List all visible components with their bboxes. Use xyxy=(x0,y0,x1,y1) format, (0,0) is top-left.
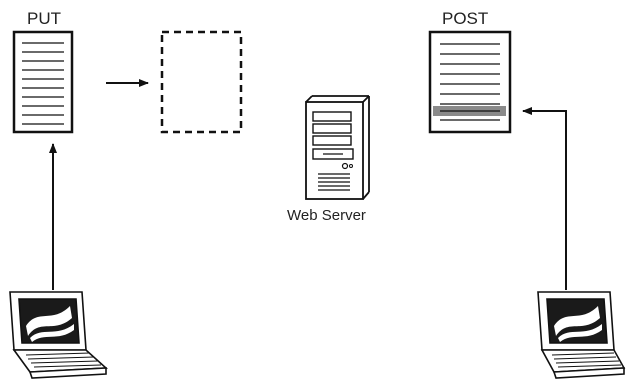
post-document-icon xyxy=(428,30,512,134)
web-server-icon xyxy=(305,95,370,200)
client-laptop-icon-left xyxy=(9,291,108,379)
web-server-label: Web Server xyxy=(287,207,366,224)
post-label: POST xyxy=(442,9,488,28)
put-label: PUT xyxy=(27,9,61,28)
put-document-icon xyxy=(12,30,74,134)
client-laptop-icon-right xyxy=(537,291,626,379)
post-request-arrow xyxy=(522,107,567,290)
new-resource-placeholder xyxy=(160,30,243,134)
